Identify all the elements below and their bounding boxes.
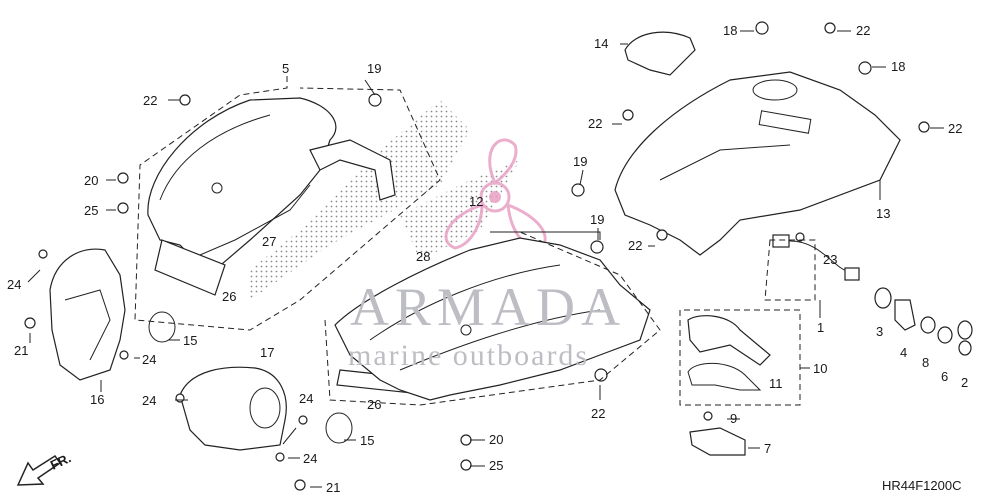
callout-28: 28 xyxy=(416,249,430,264)
callout-1: 1 xyxy=(817,320,824,335)
callout-5: 5 xyxy=(282,61,289,76)
callout-labels: 1 2 3 4 5 6 7 8 9 10 11 12 13 14 15 15 1… xyxy=(7,23,968,495)
part-27-stay xyxy=(309,139,396,201)
callout-15a: 15 xyxy=(183,333,197,348)
callout-19c: 19 xyxy=(590,212,604,227)
callout-18b: 18 xyxy=(891,59,905,74)
callout-26b: 26 xyxy=(367,397,381,412)
front-direction-label: FR. xyxy=(48,450,73,472)
callout-10: 10 xyxy=(813,361,827,376)
part-11-gasket xyxy=(687,362,762,391)
callout-24a: 24 xyxy=(7,277,21,292)
part-26-seal-left xyxy=(154,239,226,296)
fasteners xyxy=(24,21,930,491)
part-8-washer xyxy=(920,316,936,334)
callout-3: 3 xyxy=(876,324,883,339)
watermark-tagline: marine outboards xyxy=(348,339,589,372)
callout-18a: 18 xyxy=(723,23,737,38)
part-3-grommet xyxy=(874,287,892,309)
part-15-ring-center xyxy=(325,412,353,444)
part-5-front-cover xyxy=(147,97,337,271)
diagram-code: HR44F1200C xyxy=(882,478,962,493)
leader-lines xyxy=(27,30,944,488)
callout-24c: 24 xyxy=(142,393,156,408)
callout-24b: 24 xyxy=(142,352,156,367)
callout-7: 7 xyxy=(764,441,771,456)
callout-2: 2 xyxy=(961,375,968,390)
part-14-lid xyxy=(624,31,696,76)
callout-25b: 25 xyxy=(489,458,503,473)
watermark-brand: ARMADA xyxy=(350,277,626,337)
callout-22a: 22 xyxy=(143,93,157,108)
callout-22f: 22 xyxy=(591,406,605,421)
callout-12: 12 xyxy=(469,194,483,209)
callout-9: 9 xyxy=(730,411,737,426)
callout-25a: 25 xyxy=(84,203,98,218)
callout-19b: 19 xyxy=(573,154,587,169)
part-4-socket xyxy=(894,299,916,331)
callout-17: 17 xyxy=(260,345,274,360)
callout-24e: 24 xyxy=(303,451,317,466)
callout-15b: 15 xyxy=(360,433,374,448)
part-2-cap-lower xyxy=(958,340,972,356)
callout-22e: 22 xyxy=(628,238,642,253)
front-direction-arrow-icon xyxy=(16,454,62,486)
callout-22d: 22 xyxy=(948,121,962,136)
callout-24d: 24 xyxy=(299,391,313,406)
callout-13: 13 xyxy=(876,206,890,221)
part-13-rear-fender-upper xyxy=(614,71,901,256)
callout-11: 11 xyxy=(769,376,783,391)
watermark-logo xyxy=(444,138,547,252)
hatch-area-upper xyxy=(250,100,470,300)
part-7-clip xyxy=(689,427,746,456)
callout-23: 23 xyxy=(823,252,837,267)
part-2-cap xyxy=(957,320,973,340)
callout-21b: 21 xyxy=(326,480,340,495)
callout-20b: 20 xyxy=(489,432,503,447)
callout-19a: 19 xyxy=(367,61,381,76)
callout-27: 27 xyxy=(262,234,276,249)
part-1-wire-harness xyxy=(772,234,860,281)
part-17-inner-panel xyxy=(179,366,287,451)
callout-8: 8 xyxy=(922,355,929,370)
callout-21a: 21 xyxy=(14,343,28,358)
callout-20a: 20 xyxy=(84,173,98,188)
callout-6: 6 xyxy=(941,369,948,384)
callout-26a: 26 xyxy=(222,289,236,304)
callout-22b: 22 xyxy=(856,23,870,38)
callout-22c: 22 xyxy=(588,116,602,131)
part-10-cover xyxy=(687,315,771,366)
part-16-inner-panel xyxy=(49,248,126,381)
callout-14: 14 xyxy=(594,36,608,51)
part-15-ring-left xyxy=(148,311,176,343)
part-12-rear-fender xyxy=(334,237,651,401)
callout-16: 16 xyxy=(90,392,104,407)
part-6-seal xyxy=(937,326,953,344)
callout-4: 4 xyxy=(900,345,907,360)
